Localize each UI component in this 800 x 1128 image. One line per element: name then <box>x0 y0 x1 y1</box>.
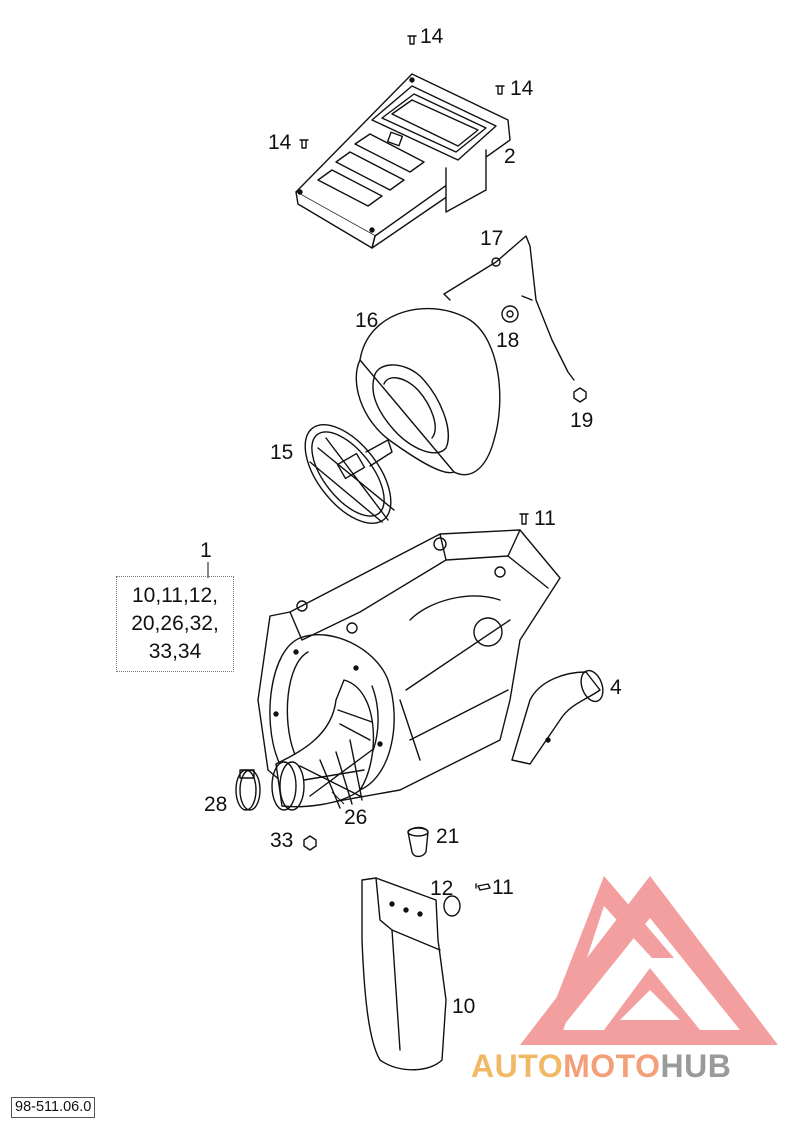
drain-plug-21 <box>407 826 429 858</box>
screw-14-icons <box>299 35 505 149</box>
kit-contents-line-3: 33,34 <box>148 640 202 663</box>
callout-33: 33 <box>270 829 294 852</box>
retaining-wire <box>443 235 575 381</box>
grommet-12 <box>443 895 461 917</box>
watermark-brand-part-2: MOTO <box>563 1048 661 1084</box>
callout-14-left: 14 <box>268 131 292 154</box>
callout-17: 17 <box>480 227 504 250</box>
callout-2: 2 <box>504 145 516 168</box>
callout-1: 1 <box>200 539 212 562</box>
callout-12: 12 <box>430 877 454 900</box>
intake-boot-26 <box>271 679 375 811</box>
kit-contents-line-1: 10,11,12, <box>131 584 219 607</box>
callout-11-bottom: 11 <box>492 876 514 899</box>
callout-14-right: 14 <box>510 77 534 100</box>
callout-10: 10 <box>452 995 476 1018</box>
leader-lines <box>207 562 345 805</box>
hose-clamp-28 <box>235 769 261 811</box>
mud-flap-10 <box>361 877 447 1071</box>
nut-33 <box>303 835 317 851</box>
air-filter-16 <box>355 307 501 476</box>
callout-16: 16 <box>355 309 379 332</box>
callout-18: 18 <box>496 329 520 352</box>
callout-28: 28 <box>204 793 228 816</box>
kit-contents-line-2: 20,26,32, <box>131 612 219 635</box>
callout-14-top: 14 <box>420 25 444 48</box>
callout-19: 19 <box>570 409 594 432</box>
callout-4: 4 <box>610 676 622 699</box>
callout-11-top: 11 <box>534 507 556 530</box>
watermark-brand-part-3: HUB <box>660 1048 732 1084</box>
filter-cage-15 <box>304 424 395 524</box>
callout-15: 15 <box>270 441 294 464</box>
watermark-brand: AUTOMOTOHUB <box>471 1048 731 1085</box>
vent-tube-4 <box>511 669 604 765</box>
watermark-triangle-icon <box>520 876 778 1045</box>
screw-11-icons <box>475 513 529 891</box>
callout-21: 21 <box>436 825 460 848</box>
washer-18 <box>501 305 519 323</box>
kit-contents-box: 10,11,12, 20,26,32, 33,34 <box>116 576 234 672</box>
nut-19 <box>573 387 587 403</box>
drawing-reference-code: 98-511.06.0 <box>11 1097 96 1118</box>
airbox-lid <box>295 73 511 249</box>
watermark-brand-part-1: AUTO <box>471 1048 564 1084</box>
callout-26: 26 <box>344 806 368 829</box>
